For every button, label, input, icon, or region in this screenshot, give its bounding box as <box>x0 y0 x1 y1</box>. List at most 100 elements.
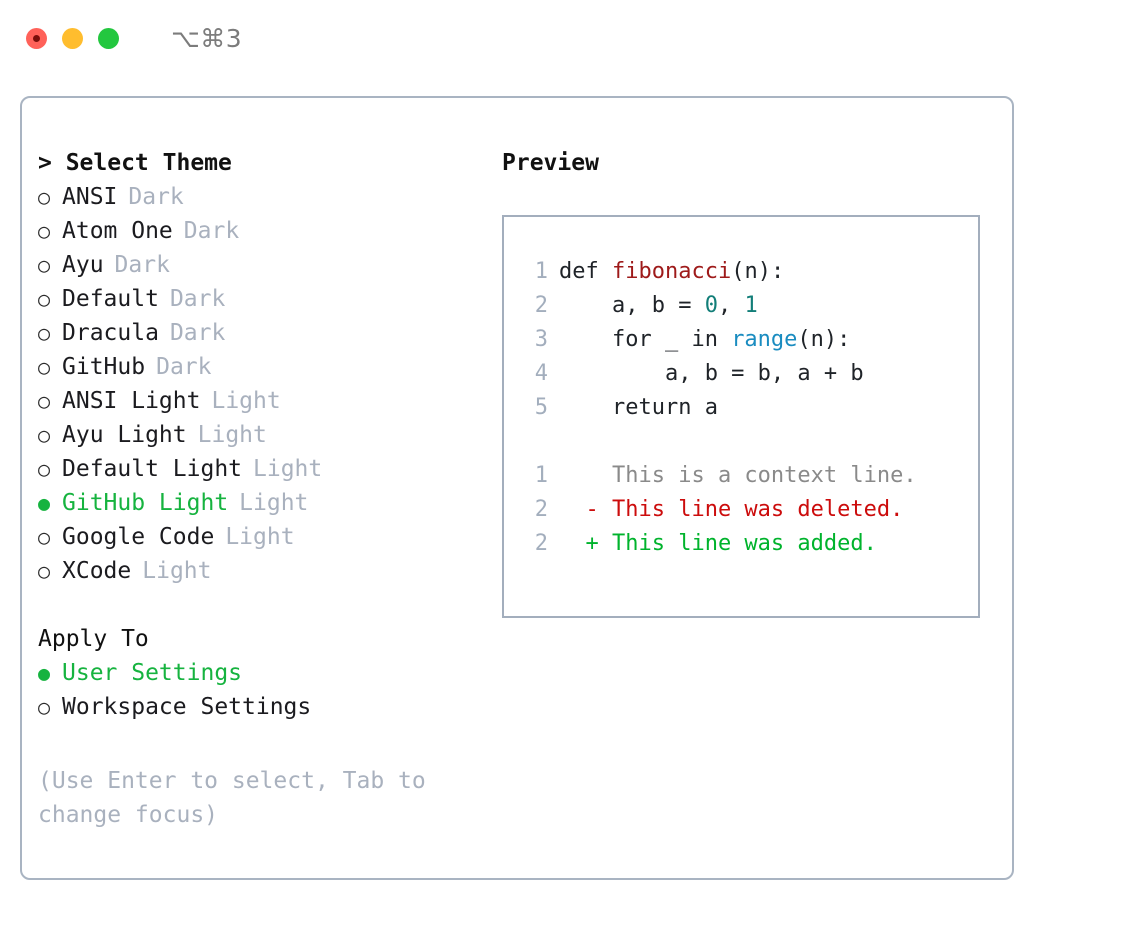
diff-line-text-add: + This line was added. <box>559 531 877 556</box>
code-line-text: def fibonacci(n): <box>559 255 784 289</box>
theme-option-badge: Dark <box>169 286 226 312</box>
radio-selected-icon: ● <box>38 661 51 685</box>
code-line: 2 a, b = 0, 1 <box>518 289 978 323</box>
diff-line-number: 2 <box>534 497 548 522</box>
code-token-fn: fibonacci <box>611 259 732 284</box>
apply-to-option-label: User Settings <box>62 660 243 686</box>
apply-to-option[interactable]: ● User Settings <box>38 656 493 690</box>
code-token-plain: return a <box>559 395 718 420</box>
code-line-number: 3 <box>534 327 548 352</box>
code-token-plain: a, b = <box>559 293 705 318</box>
radio-unselected-icon: ○ <box>38 287 51 311</box>
theme-option-badge: Light <box>197 422 267 448</box>
code-token-plain: a, b = b, a + b <box>559 361 864 386</box>
code-line: 3 for _ in range(n): <box>518 323 978 357</box>
theme-option-badge: Dark <box>156 354 212 380</box>
theme-option-label: Google Code <box>62 524 215 550</box>
maximize-window-button[interactable] <box>98 27 119 49</box>
code-token-num: 1 <box>744 293 758 318</box>
code-line-text: a, b = 0, 1 <box>559 289 758 323</box>
code-token-plain: for _ in <box>559 327 732 352</box>
diff-line-number: 1 <box>534 463 548 488</box>
theme-option-badge: Light <box>253 456 323 482</box>
code-line-number: 1 <box>534 259 548 284</box>
code-token-plain: , <box>717 293 745 318</box>
theme-option[interactable]: ○ ANSI Dark <box>38 180 493 214</box>
code-line: 4 a, b = b, a + b <box>518 357 978 391</box>
keyboard-shortcut-label: ⌥⌘3 <box>171 23 243 53</box>
code-line-number: 2 <box>534 293 548 318</box>
diff-sample: 1 This is a context line. 2 - This line w… <box>518 459 978 561</box>
code-diff-separator <box>518 425 978 459</box>
radio-unselected-icon: ○ <box>38 559 51 583</box>
theme-option-badge: Dark <box>183 218 240 244</box>
code-token-num: 0 <box>704 293 718 318</box>
theme-option-label: ANSI Light <box>62 388 201 414</box>
code-token-plain: (n): <box>797 327 851 352</box>
close-window-button[interactable] <box>26 27 47 49</box>
theme-option[interactable]: ○ Dracula Dark <box>38 316 493 350</box>
diff-line: 2 - This line was deleted. <box>518 493 978 527</box>
theme-option-label: Ayu <box>62 252 104 278</box>
theme-option-label: Dracula <box>62 320 159 346</box>
code-line: 1 def fibonacci(n): <box>518 255 978 289</box>
theme-option-badge: Dark <box>169 320 226 346</box>
theme-option-label: GitHub <box>62 354 146 380</box>
minimize-window-button[interactable] <box>62 27 83 49</box>
code-line-text: a, b = b, a + b <box>559 357 864 391</box>
theme-option-badge: Light <box>225 524 295 550</box>
radio-unselected-icon: ○ <box>38 185 51 209</box>
theme-option-badge: Light <box>211 388 281 414</box>
theme-option-label: Atom One <box>62 218 173 244</box>
theme-option[interactable]: ○ Google Code Light <box>38 520 493 554</box>
radio-selected-icon: ● <box>38 491 51 515</box>
theme-option-label: GitHub Light <box>62 490 229 516</box>
theme-option[interactable]: ○ Ayu Dark <box>38 248 493 282</box>
theme-option-label: Default <box>62 286 159 312</box>
apply-to-list: ● User Settings ○Workspace Settings <box>38 656 493 724</box>
diff-line: 2 + This line was added. <box>518 527 978 561</box>
theme-option-label: ANSI <box>62 184 118 210</box>
apply-to-option-label: Workspace Settings <box>62 694 312 720</box>
diff-line-text-del: - This line was deleted. <box>559 497 904 522</box>
theme-option[interactable]: ● GitHub Light Light <box>38 486 493 520</box>
code-line-number: 5 <box>534 395 548 420</box>
theme-option-badge: Light <box>239 490 309 516</box>
apply-to-option[interactable]: ○Workspace Settings <box>38 690 493 724</box>
theme-option-badge: Dark <box>128 184 184 210</box>
select-theme-heading: > Select Theme <box>38 150 232 176</box>
theme-option[interactable]: ○ Default Dark <box>38 282 493 316</box>
code-token-plain: (n): <box>731 259 785 284</box>
radio-unselected-icon: ○ <box>38 219 51 243</box>
code-line: 5 return a <box>518 391 978 425</box>
theme-option[interactable]: ○ Atom One Dark <box>38 214 493 248</box>
apply-to-heading: Apply To <box>38 626 149 652</box>
diff-line-text-ctx: This is a context line. <box>559 463 917 488</box>
keyboard-hint-text: (Use Enter to select, Tab to change focu… <box>38 768 440 828</box>
code-token-builtin: range <box>731 327 798 352</box>
radio-unselected-icon: ○ <box>38 389 51 413</box>
theme-option-label: Ayu Light <box>62 422 187 448</box>
theme-option[interactable]: ○ Ayu Light Light <box>38 418 493 452</box>
theme-option[interactable]: ○ ANSI Light Light <box>38 384 493 418</box>
theme-option-badge: Dark <box>114 252 170 278</box>
window-controls <box>26 27 119 49</box>
theme-option-badge: Light <box>142 558 212 584</box>
code-line-text: for _ in range(n): <box>559 323 850 357</box>
radio-unselected-icon: ○ <box>38 253 51 277</box>
section-spacer <box>38 588 493 622</box>
radio-unselected-icon: ○ <box>38 321 51 345</box>
radio-unselected-icon: ○ <box>38 525 51 549</box>
radio-unselected-icon: ○ <box>38 423 51 447</box>
title-bar: ⌥⌘3 <box>0 0 1140 76</box>
